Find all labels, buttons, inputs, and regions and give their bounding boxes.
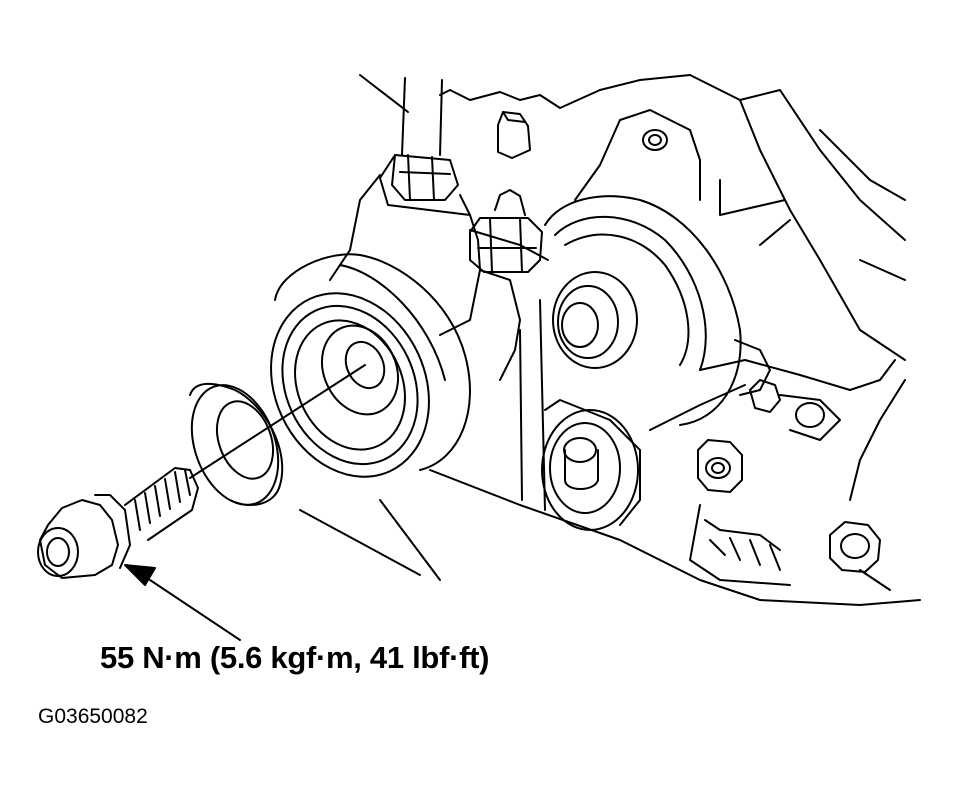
flange-bolt bbox=[38, 468, 198, 578]
engine-block-outline bbox=[300, 75, 920, 605]
lower-right-bolt bbox=[750, 380, 890, 590]
lower-shroud bbox=[690, 505, 790, 585]
center-stud bbox=[470, 190, 542, 272]
upper-rod bbox=[392, 78, 458, 200]
pulley-cover-washer bbox=[176, 373, 294, 517]
tensioner-body bbox=[545, 110, 895, 440]
lower-boss bbox=[542, 400, 640, 530]
idler-pulley bbox=[242, 254, 470, 503]
assembly-axis-line bbox=[190, 365, 365, 478]
torque-spec-label: 55 N·m (5.6 kgf·m, 41 lbf·ft) bbox=[100, 640, 490, 675]
upper-peg bbox=[498, 112, 530, 158]
torque-leader-arrow bbox=[125, 565, 240, 640]
nut bbox=[698, 440, 742, 492]
figure-id: G03650082 bbox=[38, 705, 148, 728]
